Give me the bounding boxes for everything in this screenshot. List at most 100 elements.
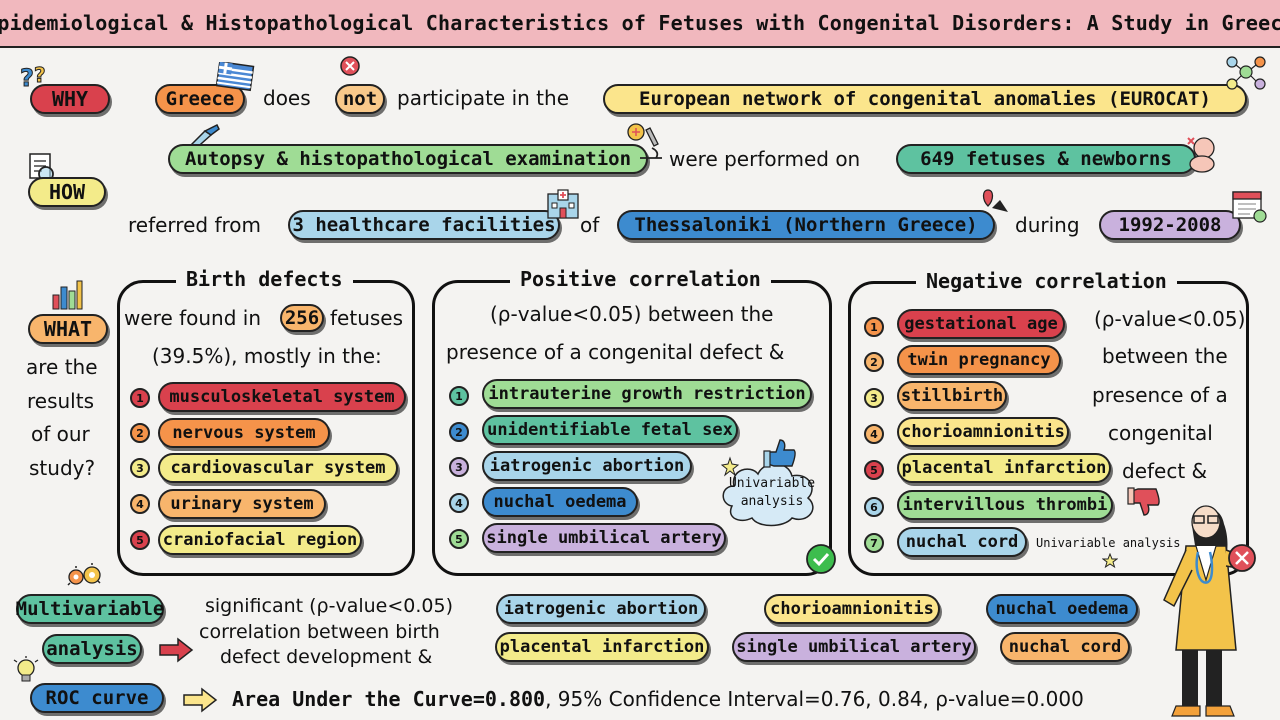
neg-item-placental-infarction: placental infarction — [897, 453, 1111, 483]
flag-greece-icon — [216, 62, 255, 92]
bd-item-urinary: urinary system — [158, 489, 326, 519]
neg-item-twin-pregnancy: twin pregnancy — [897, 345, 1061, 375]
neg-num-4: 4 — [864, 424, 884, 444]
what-q4: study? — [29, 456, 96, 480]
neg-item-gestational-age: gestational age — [897, 309, 1065, 339]
what-label: WHAT — [28, 314, 108, 344]
fetuses-count-pill: 649 fetuses & newborns — [896, 144, 1196, 174]
star-icon — [1102, 553, 1118, 569]
pos-item-nuchal-oedema: nuchal oedema — [482, 487, 638, 517]
arrow-right-icon — [159, 637, 194, 663]
neg-item-chorioamnionitis: chorioamnionitis — [897, 417, 1069, 447]
bd-num-3: 3 — [130, 458, 150, 478]
why-participate-text: participate in the — [397, 86, 569, 110]
pos-item-fetal-sex: unidentifiable fetal sex — [482, 415, 738, 445]
bd-item-cardiovascular: cardiovascular system — [158, 453, 398, 483]
autopsy-pill: Autopsy & histopathological examination — [168, 144, 648, 174]
calendar-icon — [1232, 191, 1267, 223]
pos-num-5: 5 — [449, 529, 469, 549]
svg-text:?: ? — [34, 63, 46, 87]
multi-item-chorioamnionitis: chorioamnionitis — [764, 594, 940, 624]
neg-univariable-note: Univariable analysis — [1036, 536, 1181, 550]
pos-item-umbilical: single umbilical artery — [482, 523, 726, 553]
gears-icon — [67, 563, 101, 586]
how-label: HOW — [28, 177, 106, 207]
microscope-icon — [627, 123, 662, 159]
neg-item-intervillous-thrombi: intervillous thrombi — [897, 490, 1113, 520]
neg-num-5: 5 — [864, 460, 884, 480]
map-pin-icon — [982, 189, 1008, 212]
bd-num-4: 4 — [130, 494, 150, 514]
what-q1: are the — [26, 355, 98, 379]
neg-side-1: (ρ-value<0.05) — [1094, 307, 1246, 331]
pos-item-iatrogenic: iatrogenic abortion — [482, 451, 692, 481]
not-pill: not — [335, 84, 385, 114]
pos-num-4: 4 — [449, 493, 469, 513]
defect-count-pill: 256 — [280, 304, 324, 332]
birth-defects-title: Birth defects — [176, 267, 353, 291]
neg-num-7: 7 — [864, 533, 884, 553]
multi-text-3: defect development & — [220, 646, 433, 668]
bar-chart-icon — [52, 280, 83, 310]
bd-num-1: 1 — [130, 388, 150, 408]
bd-num-2: 2 — [130, 423, 150, 443]
neg-side-3: presence of a — [1092, 383, 1228, 407]
univariable-cloud — [720, 456, 814, 527]
percentage-text: (39.5%), mostly in the: — [152, 344, 382, 368]
bd-item-musculoskeletal: musculoskeletal system — [158, 382, 406, 412]
neg-item-nuchal-cord: nuchal cord — [897, 527, 1027, 557]
neg-item-stillbirth: stillbirth — [897, 381, 1007, 411]
no-entry-icon — [340, 56, 360, 76]
pos-num-1: 1 — [449, 386, 469, 406]
check-icon — [806, 544, 836, 574]
multi-item-iatrogenic: iatrogenic abortion — [496, 594, 706, 624]
lightbulb-icon — [13, 656, 39, 682]
multi-item-umbilical: single umbilical artery — [732, 632, 976, 662]
thumbs-down-icon — [1127, 487, 1160, 516]
eurocat-pill: European network of congenital anomalies… — [603, 84, 1247, 114]
greece-pill: Greece — [155, 84, 245, 114]
what-q2: results — [27, 389, 95, 413]
years-pill: 1992-2008 — [1099, 210, 1241, 240]
thessaloniki-pill: Thessaloniki (Northern Greece) — [617, 210, 995, 240]
performed-text: were performed on — [669, 147, 861, 171]
analysis-label: analysis — [42, 634, 142, 664]
hospital-icon — [547, 189, 579, 219]
baby-icon — [1187, 137, 1215, 173]
question-icon: ? ? — [20, 63, 47, 93]
pos-num-3: 3 — [449, 457, 469, 477]
pos-item-iugr: intrauterine growth restriction — [482, 379, 812, 409]
multi-item-placental-infarction: placental infarction — [495, 632, 709, 662]
positive-line1: (ρ-value<0.05) between the — [490, 302, 774, 326]
referred-text: referred from — [128, 213, 261, 237]
page-title: Epidemiological & Histopathological Char… — [0, 0, 1280, 48]
multi-item-nuchal-cord: nuchal cord — [1000, 632, 1130, 662]
pos-num-2: 2 — [449, 422, 469, 442]
of-text: of — [580, 213, 600, 237]
bd-num-5: 5 — [130, 530, 150, 550]
thumbs-up-icon — [763, 439, 796, 468]
bd-item-nervous: nervous system — [158, 418, 330, 448]
neg-side-4: congenital — [1108, 421, 1213, 445]
what-q3: of our — [31, 422, 90, 446]
multi-text-2: correlation between birth — [199, 621, 440, 643]
positive-correlation-title: Positive correlation — [510, 267, 771, 291]
multivariable-label: Multivariable — [16, 594, 164, 624]
multi-item-nuchal-oedema: nuchal oedema — [986, 594, 1138, 624]
doctor-figure — [1163, 505, 1256, 717]
fetuses-text: fetuses — [330, 306, 404, 330]
positive-line2: presence of a congenital defect & — [446, 340, 785, 364]
why-label: WHY — [30, 84, 110, 114]
during-text: during — [1015, 213, 1080, 237]
negative-correlation-title: Negative correlation — [916, 269, 1177, 293]
neg-num-1: 1 — [864, 317, 884, 337]
auc-text: Area Under the Curve=0.800 — [232, 687, 546, 711]
roc-label: ROC curve — [30, 683, 164, 713]
neg-num-3: 3 — [864, 388, 884, 408]
why-does-text: does — [263, 86, 311, 110]
arrow-right-outline-icon — [183, 687, 218, 713]
neg-side-5: defect & — [1122, 459, 1208, 483]
neg-num-2: 2 — [864, 352, 884, 372]
roc-details-text: , 95% Confidence Interval=0.76, 0.84, ρ-… — [545, 687, 1084, 711]
neg-side-2: between the — [1102, 344, 1228, 368]
